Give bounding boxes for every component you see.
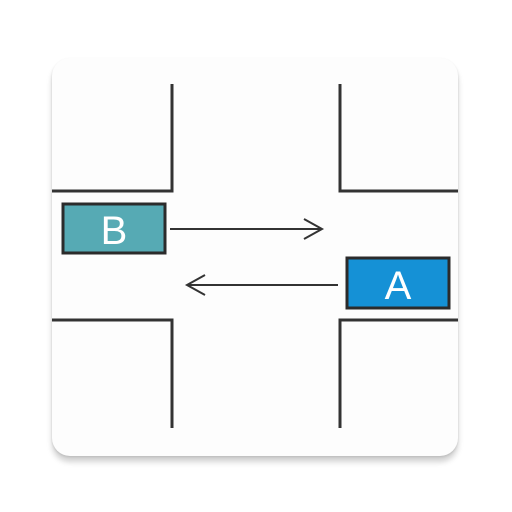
road-edge-top-right xyxy=(338,84,458,193)
car-a-box xyxy=(345,256,451,310)
arrow-right-icon xyxy=(170,218,325,240)
arrow-left-icon xyxy=(184,274,338,296)
car-a: A xyxy=(345,256,451,310)
car-a-label: A xyxy=(385,264,412,308)
road-edge-top-left xyxy=(52,84,174,193)
road-edge-bottom-right xyxy=(338,318,458,428)
car-b: B xyxy=(61,202,167,255)
car-b-label: B xyxy=(101,209,128,253)
car-b-box xyxy=(61,202,167,255)
road-edge-bottom-left xyxy=(52,318,174,428)
